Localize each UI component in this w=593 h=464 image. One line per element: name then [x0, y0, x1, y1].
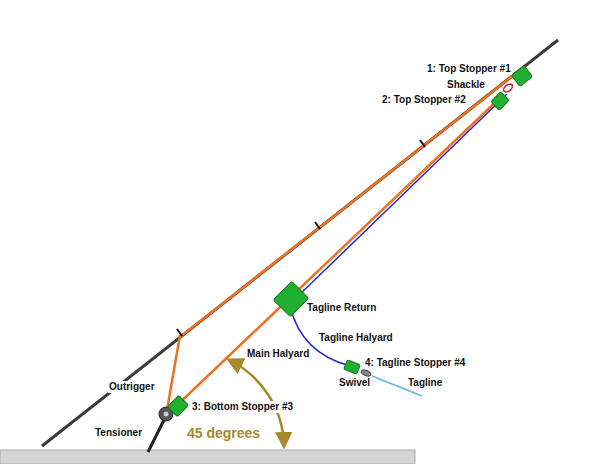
part-label: Shackle: [446, 79, 486, 91]
bottom-stopper-3: [167, 395, 188, 416]
tagline-stopper-4: [344, 360, 361, 375]
part-label: Tagline Return: [306, 302, 377, 314]
main-halyard-line: [172, 96, 502, 410]
part-label: 1: Top Stopper #1: [426, 63, 512, 75]
part-label: 3: Bottom Stopper #3: [191, 401, 294, 413]
top-stopper-1: [511, 66, 532, 87]
tensioner-anchor: [148, 416, 166, 452]
part-label: 4: Tagline Stopper #4: [364, 357, 466, 369]
part-label: Tagline Halyard: [318, 332, 394, 344]
angle-label: 45 degrees: [186, 425, 261, 441]
tagline-halyard-upper: [296, 94, 507, 298]
part-label: Outrigger: [108, 381, 156, 393]
part-label: Tagline: [407, 377, 443, 389]
part-label: Swivel: [338, 377, 371, 389]
tagline-return-block: [273, 281, 308, 316]
halyard-along-pole: [180, 74, 515, 337]
shackle: [502, 83, 514, 94]
part-label: Tensioner: [94, 427, 143, 439]
ground: [0, 450, 415, 464]
part-label: Main Halyard: [246, 348, 310, 360]
top-stopper-2: [491, 92, 509, 110]
pulley-hub: [164, 412, 169, 417]
swivel: [360, 369, 371, 377]
part-label: 2: Top Stopper #2: [381, 94, 467, 106]
pole: [42, 40, 558, 446]
pole-joints: [177, 140, 425, 336]
